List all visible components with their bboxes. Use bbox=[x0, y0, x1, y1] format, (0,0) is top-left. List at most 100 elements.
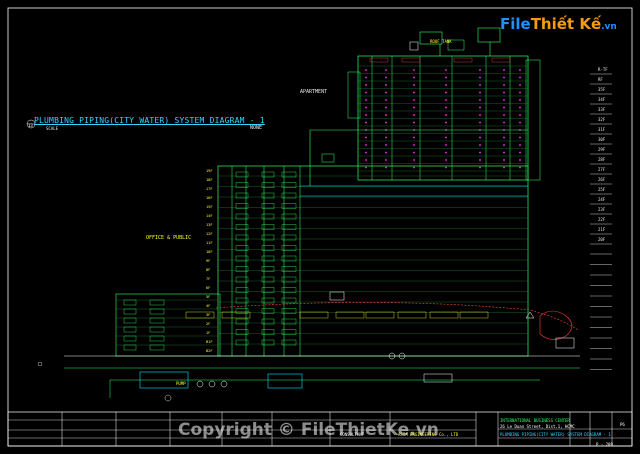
fixture-box bbox=[235, 171, 249, 178]
diagram-title: PLUMBING PIPING(CITY WATER) SYSTEM DIAGR… bbox=[34, 116, 265, 125]
fixture-dot bbox=[413, 91, 415, 94]
fixture-box bbox=[281, 297, 297, 304]
fixture-box bbox=[281, 203, 297, 209]
roof-tank-2 bbox=[447, 39, 465, 51]
fixture-box bbox=[235, 308, 249, 314]
left-level-label: 1F bbox=[206, 331, 211, 335]
tb-sheet-code: P6 bbox=[620, 422, 625, 427]
podium-fixture bbox=[149, 326, 165, 333]
fixture-box bbox=[261, 297, 275, 304]
fixture-dot bbox=[385, 114, 387, 116]
left-level-label: 16F bbox=[206, 196, 213, 200]
equipment-tag bbox=[221, 311, 251, 319]
water-tank-left bbox=[139, 371, 189, 389]
fixture-dot bbox=[365, 84, 367, 86]
fixture-box bbox=[281, 329, 297, 335]
podium-fixture bbox=[149, 335, 165, 342]
left-level-label: 4F bbox=[206, 304, 211, 308]
podium-fixture bbox=[149, 308, 165, 315]
fixture-dot bbox=[445, 114, 447, 116]
fixture-box bbox=[235, 213, 249, 220]
apartment-tower-outline bbox=[357, 55, 529, 181]
scale-label: SCALE bbox=[46, 126, 59, 131]
fixture-dot bbox=[385, 166, 387, 169]
grid-bubble bbox=[164, 394, 172, 402]
fixture-dot bbox=[503, 136, 505, 139]
equipment-tag bbox=[459, 311, 489, 319]
fixture-dot bbox=[479, 121, 481, 124]
fixture-dot bbox=[503, 144, 505, 146]
level-label: R-TF bbox=[598, 67, 608, 72]
equipment-tag bbox=[365, 311, 395, 319]
fixture-box bbox=[281, 234, 297, 241]
fixture-box bbox=[261, 308, 275, 314]
fixture-dot bbox=[445, 159, 447, 161]
pump-symbol bbox=[196, 380, 204, 388]
fixture-box bbox=[261, 213, 275, 220]
fixture-box bbox=[261, 287, 275, 293]
level-label: 26F bbox=[598, 177, 606, 182]
left-level-label: 7F bbox=[206, 277, 211, 281]
level-label: 31F bbox=[598, 127, 606, 132]
fixture-dot bbox=[365, 91, 367, 94]
fixture-box bbox=[235, 287, 249, 293]
fixture-dot bbox=[519, 106, 521, 109]
left-level-label: 11F bbox=[206, 241, 213, 245]
fixture-dot bbox=[445, 84, 447, 86]
fixture-box bbox=[281, 171, 297, 178]
left-level-label: 9F bbox=[206, 259, 211, 263]
fixture-dot bbox=[385, 121, 387, 124]
fixture-dot bbox=[413, 84, 415, 86]
fixture-dot bbox=[445, 99, 447, 101]
fixture-box bbox=[281, 266, 297, 272]
note-apartment: APARTMENT bbox=[300, 89, 328, 95]
level-label: 25F bbox=[598, 187, 606, 192]
fixture-dot bbox=[385, 136, 387, 139]
fixture-dot bbox=[479, 76, 481, 79]
tower-tag bbox=[453, 57, 473, 63]
fixture-dot bbox=[519, 151, 521, 154]
fixture-box bbox=[261, 234, 275, 241]
podium-fixture bbox=[149, 317, 165, 324]
tower-tag bbox=[369, 57, 389, 63]
fixture-box bbox=[261, 245, 275, 251]
fixture-dot bbox=[445, 166, 447, 169]
fixture-box bbox=[235, 276, 249, 283]
booster-pump-set bbox=[555, 337, 575, 349]
fixture-dot bbox=[385, 159, 387, 161]
level-label: 34F bbox=[598, 97, 606, 102]
fixture-dot bbox=[385, 106, 387, 109]
note-roof-tank: ROOF TANK bbox=[430, 39, 452, 44]
fixture-dot bbox=[479, 166, 481, 169]
fixture-dot bbox=[413, 144, 415, 146]
tower-step-left bbox=[347, 71, 361, 119]
fixture-dot bbox=[519, 136, 521, 139]
fixture-box bbox=[281, 339, 297, 346]
fixture-dot bbox=[519, 84, 521, 86]
tb-designer: ASIA ENGINEERING Co., LTD bbox=[398, 432, 459, 437]
fixture-dot bbox=[519, 121, 521, 124]
grid-bubble bbox=[37, 361, 43, 367]
tower-tag bbox=[491, 57, 511, 63]
left-level-label: B2F bbox=[206, 349, 213, 353]
level-label: 35F bbox=[598, 87, 606, 92]
valve-box bbox=[321, 153, 335, 163]
fixture-dot bbox=[445, 76, 447, 79]
fixture-dot bbox=[385, 76, 387, 79]
fixture-box bbox=[261, 192, 275, 199]
fixture-box bbox=[281, 287, 297, 293]
revision-cloud bbox=[215, 302, 579, 331]
podium-fixture bbox=[149, 299, 165, 306]
fixture-box bbox=[261, 266, 275, 272]
level-label: 21F bbox=[598, 227, 606, 232]
fixture-box bbox=[261, 318, 275, 325]
fixture-box bbox=[235, 203, 249, 209]
sheet-border bbox=[7, 7, 633, 447]
podium-fixture bbox=[123, 299, 137, 306]
fixture-dot bbox=[385, 99, 387, 101]
level-label: 23F bbox=[598, 207, 606, 212]
fixture-dot bbox=[413, 136, 415, 139]
left-level-label: B1F bbox=[206, 340, 213, 344]
water-tank-right bbox=[267, 373, 303, 389]
